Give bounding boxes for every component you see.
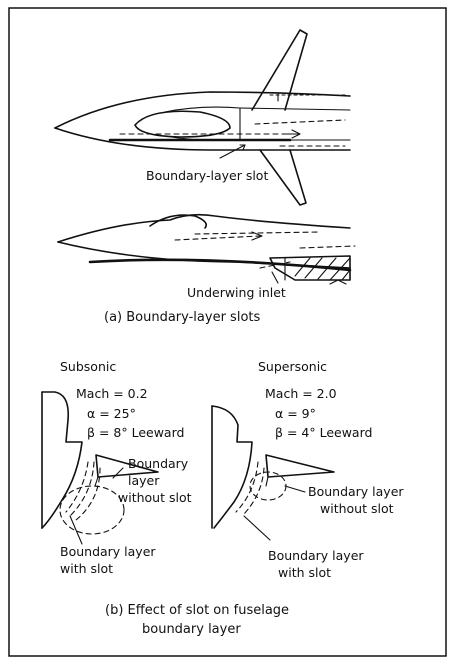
subsonic-cross-section xyxy=(41,391,159,545)
supersonic-with-slot-label-2: with slot xyxy=(278,565,331,580)
panel-a-caption: (a) Boundary-layer slots xyxy=(104,310,260,325)
supersonic-cross-section xyxy=(211,405,335,541)
boundary-layer-slot-label: Boundary-layer slot xyxy=(146,168,268,183)
subsonic-without-slot-label-3: without slot xyxy=(118,490,192,505)
supersonic-beta: β = 4° Leeward xyxy=(275,425,372,440)
supersonic-without-slot-label-1: Boundary layer xyxy=(308,484,404,499)
supersonic-heading: Supersonic xyxy=(258,359,327,374)
subsonic-with-slot-label-1: Boundary layer xyxy=(60,544,156,559)
subsonic-without-slot-label-1: Boundary xyxy=(128,456,189,471)
supersonic-with-slot-label-1: Boundary layer xyxy=(268,548,364,563)
subsonic-beta: β = 8° Leeward xyxy=(87,425,184,440)
panel-b-caption-line-1: (b) Effect of slot on fuselage xyxy=(105,603,289,618)
subsonic-with-slot-label-2: with slot xyxy=(60,561,113,576)
subsonic-mach: Mach = 0.2 xyxy=(76,386,148,401)
figure-border xyxy=(8,7,447,657)
panel-b-caption-line-2: boundary layer xyxy=(142,622,241,637)
aircraft-top-view xyxy=(54,29,351,206)
subsonic-heading: Subsonic xyxy=(60,359,116,374)
supersonic-without-slot-label-2: without slot xyxy=(320,501,394,516)
supersonic-alpha: α = 9° xyxy=(275,406,316,421)
underwing-inlet-label: Underwing inlet xyxy=(187,285,286,300)
aircraft-side-view xyxy=(57,213,356,285)
supersonic-mach: Mach = 2.0 xyxy=(265,386,337,401)
subsonic-alpha: α = 25° xyxy=(87,406,136,421)
subsonic-without-slot-label-2: layer xyxy=(128,473,160,488)
